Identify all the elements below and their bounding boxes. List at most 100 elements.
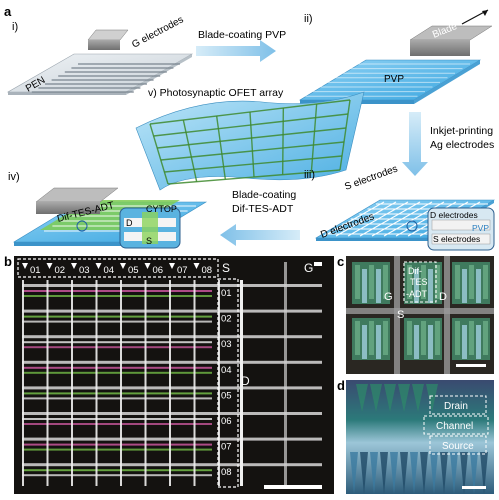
- source-drain-line: [22, 437, 322, 441]
- row-label: 08: [221, 467, 232, 478]
- array-column-line: [215, 115, 227, 180]
- g-electrodes-label: G electrodes: [130, 14, 185, 50]
- crystal-domain: [476, 269, 481, 303]
- channel-stripe: [22, 423, 212, 425]
- column-label-box: [17, 258, 219, 278]
- crystal-texture: [390, 452, 398, 494]
- crystal-domain: [376, 269, 381, 303]
- s-electrodes-label: S electrodes: [343, 163, 399, 192]
- crystal-texture: [350, 452, 358, 494]
- column-marker: [71, 263, 77, 269]
- crystal-texture: [360, 452, 368, 494]
- channel-stripe: [22, 397, 212, 400]
- crystal-domain: [407, 265, 412, 299]
- source-drain-line: [22, 463, 322, 467]
- column-marker: [144, 263, 151, 269]
- array-row-line: [153, 113, 349, 137]
- crystal-domain: [428, 325, 433, 359]
- panel-c-letter: c: [337, 254, 344, 269]
- sd-column-line: [371, 201, 433, 237]
- crystal-domain: [355, 321, 360, 355]
- crystal-domain: [455, 321, 460, 355]
- electrode-bar: [346, 308, 494, 314]
- column-marker: [95, 263, 102, 269]
- arrow-i-ii-label: Blade-coating PVP: [198, 29, 286, 41]
- channel-stripe: [22, 418, 212, 420]
- column-label: 02: [55, 265, 66, 276]
- step-i-label: i): [12, 21, 18, 33]
- column-label: 07: [177, 265, 188, 276]
- column-label: 05: [128, 265, 139, 276]
- column-label: 04: [104, 265, 115, 276]
- crystal-texture: [440, 452, 448, 494]
- c-dif-label: Dif-: [408, 266, 422, 276]
- sd-column-line: [359, 201, 421, 237]
- step-iv-label: iv): [8, 171, 20, 183]
- gate-line: [22, 280, 24, 486]
- drain-label: D: [241, 374, 250, 388]
- c-s-label: S: [397, 309, 404, 321]
- channel-stripe: [22, 392, 212, 395]
- sd-column-line: [323, 201, 385, 237]
- array-column-line: [249, 111, 255, 178]
- crystal-domain: [428, 269, 433, 303]
- array-column-line: [281, 107, 285, 175]
- channel-stripe: [22, 346, 212, 349]
- array-column-line: [310, 103, 318, 173]
- channel-stripe: [22, 448, 212, 451]
- channel-stripe: [22, 290, 212, 292]
- crystal-domain: [483, 321, 488, 355]
- column-label: 03: [79, 265, 90, 276]
- crystal-domain: [414, 325, 419, 359]
- crystal-domain: [421, 321, 426, 355]
- row-label: 03: [221, 339, 232, 350]
- crystal-texture: [356, 384, 368, 412]
- array-row-line: [157, 127, 347, 149]
- source-drain-line: [22, 309, 322, 313]
- channel-stripe: [22, 320, 212, 323]
- column-label: 08: [202, 265, 213, 276]
- channel-stripe: [22, 474, 212, 477]
- step-v-illustration: [135, 91, 365, 191]
- inset-pvp-label: PVP: [472, 223, 489, 233]
- column-label: 01: [30, 265, 41, 276]
- array-row-line: [167, 169, 341, 185]
- arrow-iii-to-iv: [220, 224, 300, 246]
- channel-stripe: [22, 366, 212, 369]
- array-row-line: [160, 141, 345, 161]
- crystal-texture: [410, 452, 418, 494]
- crystal-domain: [355, 265, 360, 299]
- step-iv-illustration: [12, 187, 208, 249]
- crystal-domain: [407, 321, 412, 355]
- channel-stripe: [22, 443, 212, 446]
- sd-column-line: [347, 201, 409, 237]
- crystal-texture: [384, 384, 396, 412]
- column-marker: [193, 263, 200, 269]
- panel-b-letter: b: [4, 254, 12, 269]
- c-g-label: G: [384, 291, 393, 303]
- panel-c: c Dif- TES -ADT G S D: [337, 254, 494, 374]
- gate-line: [169, 280, 171, 486]
- inset-s-electrodes-label: S electrodes: [433, 234, 480, 244]
- step-v-label: v) Photosynaptic OFET array: [148, 87, 284, 99]
- inset-d-electrodes-label: D electrodes: [430, 210, 478, 220]
- d-drain-label: Drain: [444, 401, 468, 412]
- crystal-domain: [455, 265, 460, 299]
- crystal-texture: [412, 384, 424, 412]
- arrow-iii-iv-label-1: Blade-coating: [232, 189, 296, 201]
- channel-stripe: [22, 371, 212, 374]
- step-ii-illustration: [298, 9, 493, 104]
- channel-stripe: [22, 341, 212, 344]
- source-drain-line: [22, 360, 322, 364]
- pvp-label: PVP: [384, 74, 404, 85]
- arrow-i-to-ii: [196, 40, 276, 62]
- drain-bus-line: [240, 280, 243, 486]
- inset-d-label: D: [126, 218, 133, 228]
- column-marker: [169, 263, 175, 269]
- gate-line: [144, 280, 147, 486]
- crystal-domain: [476, 325, 481, 359]
- crystal-domain: [376, 325, 381, 359]
- column-marker: [120, 263, 126, 269]
- crystal-texture: [430, 452, 438, 494]
